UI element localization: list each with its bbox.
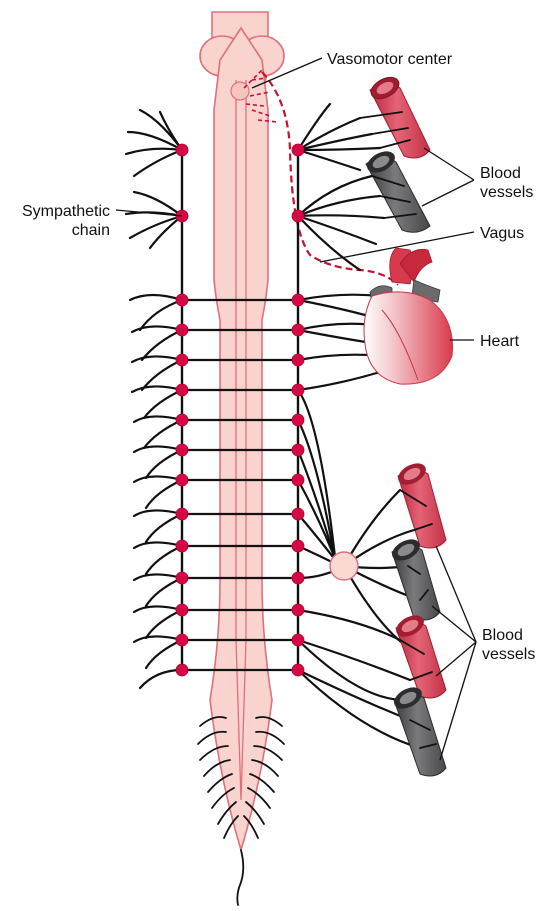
collateral-ganglion	[330, 552, 358, 580]
blood-vessels-lower-label-line2: vessels	[482, 646, 535, 663]
blood-vessels-upper-label-line1: Blood	[480, 165, 521, 182]
vagus-label: Vagus	[480, 225, 524, 242]
cord-body	[210, 28, 272, 850]
blood-vessels-lower-label-line1: Blood	[482, 627, 523, 644]
heart-label: Heart	[480, 333, 520, 350]
upper-vein	[364, 147, 430, 232]
left-spinal-nerves	[126, 110, 182, 688]
lower-artery-2	[393, 611, 446, 698]
heart	[364, 248, 453, 384]
sympathetic-chain-label-line1: Sympathetic	[22, 203, 110, 220]
label-blood-vessels-lower: Blood vessels	[432, 546, 535, 760]
blood-vessels-upper-label-line2: vessels	[480, 184, 533, 201]
filum-terminale	[237, 850, 243, 905]
vasomotor-center-label: Vasomotor center	[327, 51, 453, 68]
sympathetic-chain-label-line2: chain	[72, 222, 110, 239]
label-sympathetic-chain: Sympathetic chain	[22, 203, 182, 239]
label-blood-vessels-upper: Blood vessels	[422, 148, 533, 206]
spinal-cord	[200, 12, 284, 905]
label-heart: Heart	[450, 333, 520, 350]
